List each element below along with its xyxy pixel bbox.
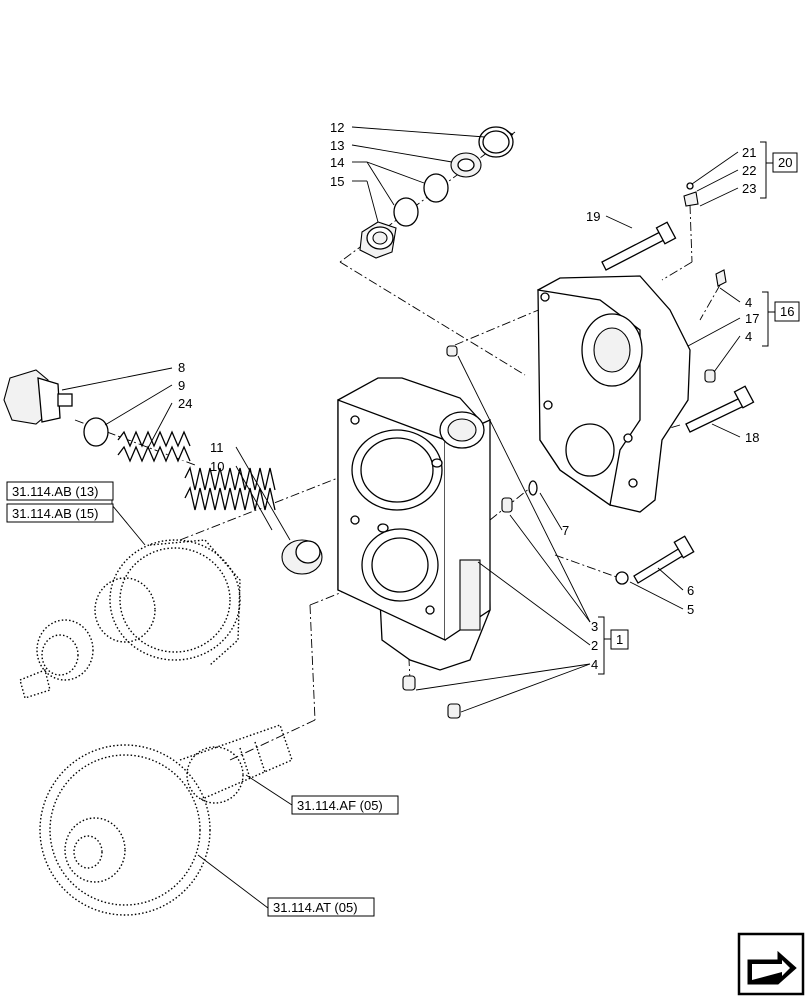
callout-11: 11 — [210, 440, 224, 455]
leader-lines — [61, 126, 741, 909]
callout-4-cover-top: 4 — [745, 295, 752, 310]
callout-8: 8 — [178, 360, 185, 375]
callout-17: 17 — [745, 311, 759, 326]
callout-22: 22 — [742, 163, 756, 178]
o-rings-part — [393, 173, 449, 227]
dowel-pins-part — [402, 269, 727, 719]
callout-14: 14 — [330, 155, 344, 170]
callout-9: 9 — [178, 378, 185, 393]
breather-part — [683, 182, 699, 207]
small-spring-part — [117, 430, 191, 463]
ref-31-114-af-05[interactable]: 31.114.AF (05) — [297, 798, 383, 813]
ref-31-114-ab-15-box[interactable] — [6, 503, 114, 523]
snap-ring-part — [478, 126, 514, 158]
group-16-label: 16 — [780, 304, 794, 319]
cover-housing-part — [537, 275, 691, 513]
group-1-label: 1 — [616, 632, 623, 647]
piston-part — [281, 539, 323, 575]
ref-31-114-ab-13[interactable]: 31.114.AB (13) — [12, 484, 98, 499]
callout-15: 15 — [330, 174, 344, 189]
ref-31-114-at-05-box[interactable] — [267, 897, 375, 917]
callout-21: 21 — [742, 145, 756, 160]
callout-4-housing: 4 — [591, 657, 598, 672]
callout-24: 24 — [178, 396, 192, 411]
callout-13: 13 — [330, 138, 344, 153]
group-boxes: 20 16 1 — [610, 152, 800, 650]
group-20-label: 20 — [778, 155, 792, 170]
callout-2: 2 — [591, 638, 598, 653]
group-box-16 — [774, 301, 800, 322]
callout-23: 23 — [742, 181, 756, 196]
callout-19: 19 — [586, 209, 600, 224]
callout-6: 6 — [687, 583, 694, 598]
bolts-part — [601, 221, 755, 585]
group-box-20 — [772, 152, 798, 173]
callout-18: 18 — [745, 430, 759, 445]
callout-7: 7 — [562, 523, 569, 538]
callout-labels: 12 13 14 15 8 9 24 11 10 19 21 22 23 4 1… — [178, 120, 759, 672]
group-box-1 — [610, 629, 629, 650]
callout-4-cover-bottom: 4 — [745, 329, 752, 344]
o-ring-9-part — [83, 417, 109, 447]
gear-assembly-ref — [39, 724, 293, 916]
sensor-part — [3, 369, 73, 425]
arrow-next-icon[interactable] — [737, 932, 805, 996]
valve-nut-part — [450, 152, 482, 178]
brackets — [598, 141, 775, 675]
ref-31-114-af-05-box[interactable] — [291, 795, 399, 815]
ref-31-114-ab-15[interactable]: 31.114.AB (15) — [12, 506, 98, 521]
ref-31-114-at-05[interactable]: 31.114.AT (05) — [273, 900, 358, 915]
ref-31-114-ab-13-box[interactable] — [6, 481, 114, 501]
valve-plug-part — [359, 221, 397, 259]
reference-links[interactable]: 31.114.AB (13) 31.114.AB (15) 31.114.AF … — [6, 481, 399, 917]
clutch-assembly-ref — [19, 539, 241, 699]
callout-12: 12 — [330, 120, 344, 135]
callout-3: 3 — [591, 619, 598, 634]
large-spring-part — [184, 466, 276, 511]
main-housing-part — [337, 377, 491, 671]
callout-10: 10 — [210, 459, 224, 474]
callout-5: 5 — [687, 602, 694, 617]
